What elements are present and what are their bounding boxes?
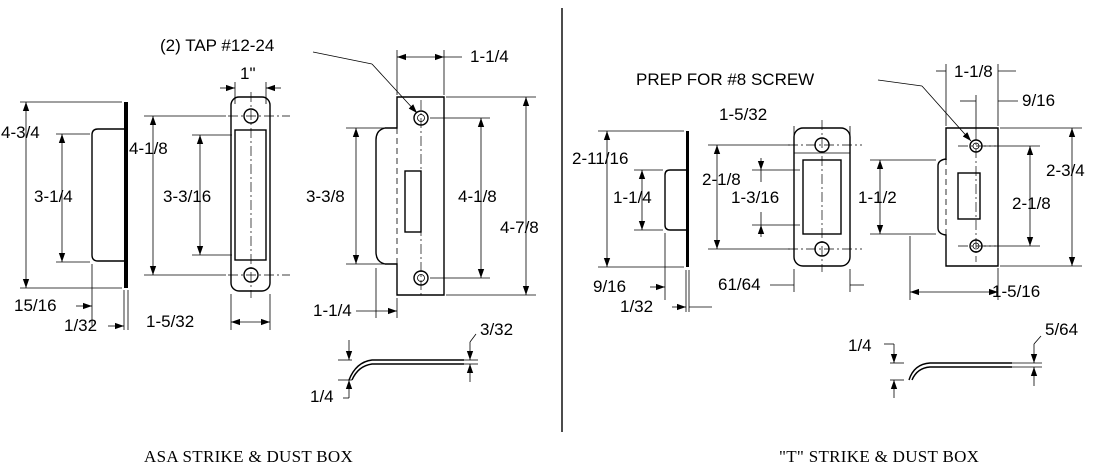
- asa-profile: [338, 333, 478, 399]
- t-dim-profile-offset: 1/4: [848, 336, 872, 355]
- asa-dim-slot-height: 3-3/16: [163, 187, 211, 206]
- asa-dim-strike-width: 1-1/4: [470, 47, 509, 66]
- asa-dim-profile-thickness: 3/32: [480, 320, 513, 339]
- t-dim-faceplate-total-width: 61/64: [718, 275, 761, 294]
- asa-dim-faceplate-total-width: 1-5/32: [146, 312, 194, 331]
- asa-strike: [312, 50, 536, 318]
- asa-dim-faceplate-width: 1": [240, 64, 256, 83]
- left-panel-asa: (2) TAP #12-24 1-1/4 1" 4-3/4 4-1/8 3-1/…: [1, 36, 539, 466]
- t-dim-strike-width: 1-1/8: [954, 62, 993, 81]
- t-dim-strike-hole-spacing: 2-1/8: [1012, 194, 1051, 213]
- asa-dim-box-height: 4-3/4: [1, 123, 40, 142]
- t-dim-strike-height: 2-3/4: [1046, 161, 1085, 180]
- asa-dim-strike-lip-height: 3-3/8: [306, 187, 345, 206]
- right-panel-t-strike: PREP FOR #8 SCREW 1-1/8 9/16 1-5/32 2-3/…: [572, 62, 1085, 466]
- asa-dim-wall: 1/32: [64, 316, 97, 335]
- t-dim-slot-height: 1-3/16: [731, 188, 779, 207]
- asa-dust-box: [20, 101, 129, 330]
- t-dim-wall: 1/32: [620, 297, 653, 316]
- t-callout-prep: PREP FOR #8 SCREW: [636, 70, 814, 89]
- asa-dim-strike-height: 4-7/8: [500, 218, 539, 237]
- t-dust-box: [598, 130, 712, 312]
- asa-caption: ASA STRIKE & DUST BOX: [144, 447, 353, 466]
- t-dim-box-inner-height: 1-1/4: [613, 188, 652, 207]
- asa-dim-strike-lip-depth: 1-1/4: [313, 301, 352, 320]
- asa-dim-profile-offset: 1/4: [310, 387, 334, 406]
- t-dim-strike-center-offset: 9/16: [1022, 91, 1055, 110]
- asa-dim-strike-hole-spacing: 4-1/8: [458, 187, 497, 206]
- asa-dim-faceplate-height: 4-1/8: [129, 139, 168, 158]
- t-dim-box-width-inner: 9/16: [593, 277, 626, 296]
- t-faceplate: [708, 120, 864, 292]
- t-dim-faceplate-hole-spacing: 2-1/8: [702, 170, 741, 189]
- t-dim-strike-total-width: 1-5/16: [992, 282, 1040, 301]
- t-dim-lip-height: 1-1/2: [858, 188, 897, 207]
- asa-callout-tap: (2) TAP #12-24: [160, 36, 274, 55]
- t-strike: [870, 64, 1082, 300]
- t-dim-faceplate-width-top: 1-5/32: [719, 105, 767, 124]
- asa-dim-box-inner-height: 3-1/4: [34, 187, 73, 206]
- t-profile: [884, 335, 1042, 398]
- t-dim-box-height: 2-11/16: [572, 149, 628, 168]
- t-dim-profile-thickness: 5/64: [1045, 320, 1078, 339]
- asa-faceplate: [144, 82, 290, 330]
- t-caption: "T" STRIKE & DUST BOX: [779, 447, 979, 466]
- asa-dim-box-width-inner: 15/16: [14, 296, 57, 315]
